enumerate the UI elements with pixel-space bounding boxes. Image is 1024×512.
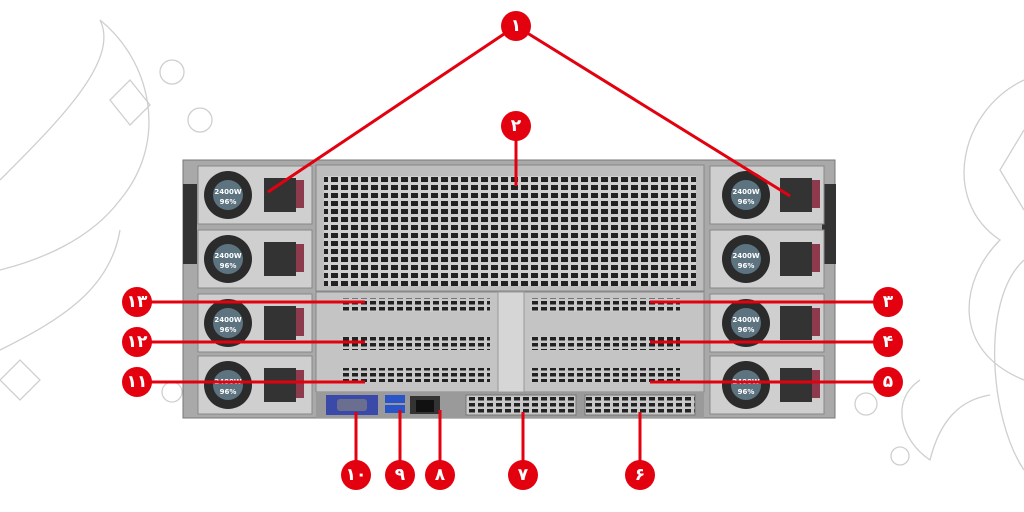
callout-8: ۸ (425, 460, 455, 490)
svg-text:۱۳: ۱۳ (127, 292, 148, 312)
svg-text:96%: 96% (738, 198, 755, 206)
svg-text:96%: 96% (738, 326, 755, 334)
svg-text:2400W: 2400W (732, 188, 759, 196)
svg-text:۳: ۳ (883, 292, 894, 312)
svg-text:96%: 96% (220, 388, 237, 396)
svg-text:۱۱: ۱۱ (127, 372, 148, 392)
callout-lines (137, 24, 888, 475)
ocp-slot (465, 394, 577, 416)
svg-text:96%: 96% (220, 326, 237, 334)
usb-port (385, 395, 405, 403)
usb-port (385, 405, 405, 413)
svg-text:۶: ۶ (635, 465, 645, 485)
callout-4: ۴ (873, 327, 903, 357)
svg-text:۷: ۷ (518, 465, 529, 485)
callout-2: ۲ (501, 111, 531, 141)
svg-text:96%: 96% (738, 388, 755, 396)
svg-text:۸: ۸ (435, 465, 446, 485)
svg-text:96%: 96% (220, 198, 237, 206)
callout-6: ۶ (625, 460, 655, 490)
svg-text:۹: ۹ (395, 465, 406, 485)
svg-text:۱: ۱ (511, 16, 521, 36)
callout-12: ۱۲ (122, 327, 152, 357)
svg-text:2400W: 2400W (732, 316, 759, 324)
svg-text:۱۰: ۱۰ (346, 465, 367, 485)
callout-7: ۷ (508, 460, 538, 490)
svg-text:2400W: 2400W (214, 316, 241, 324)
callout-1: ۱ (501, 11, 531, 41)
svg-text:۲: ۲ (511, 116, 522, 136)
callout-11: ۱۱ (122, 367, 152, 397)
callout-13: ۱۳ (122, 287, 152, 317)
svg-text:۱۲: ۱۲ (127, 332, 148, 352)
callout-5: ۵ (873, 367, 903, 397)
svg-text:۴: ۴ (883, 332, 893, 352)
svg-text:2400W: 2400W (732, 252, 759, 260)
callout-10: ۱۰ (341, 460, 371, 490)
svg-text:2400W: 2400W (214, 252, 241, 260)
svg-text:96%: 96% (738, 262, 755, 270)
svg-text:۵: ۵ (883, 372, 893, 392)
svg-text:96%: 96% (220, 262, 237, 270)
background-ornament (0, 19, 1024, 471)
callout-9: ۹ (385, 460, 415, 490)
callout-3: ۳ (873, 287, 903, 317)
svg-text:2400W: 2400W (214, 188, 241, 196)
